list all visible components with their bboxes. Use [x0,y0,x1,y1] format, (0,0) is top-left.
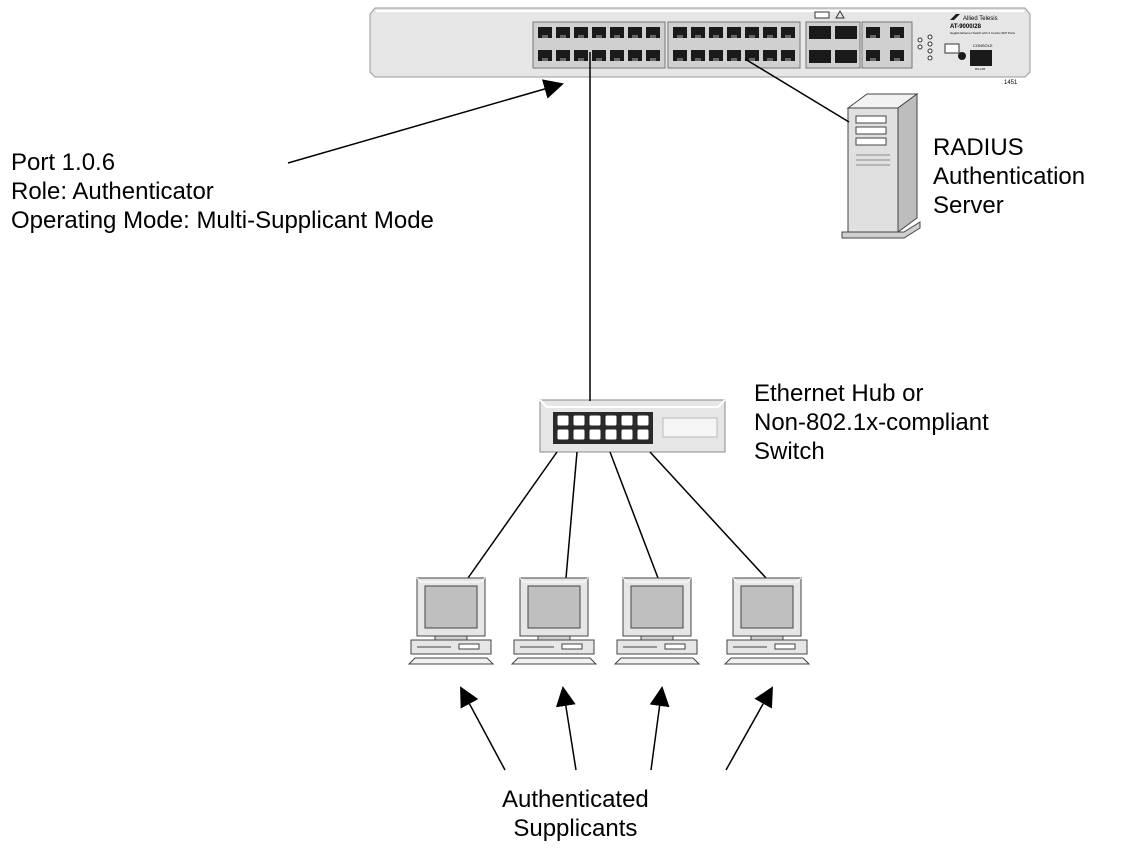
status-led-panel [917,34,966,61]
hub-to-pc1-link [467,451,558,579]
switch-port [709,27,723,38]
supplicants-label: Authenticated Supplicants [502,785,649,843]
supplicants-label-line-2: Supplicants [513,815,638,842]
managed-switch: CONSOLE RS-232 Allied Telesis AT-9000/28… [369,7,1031,86]
port-label-line-1: Port 1.0.6 [11,149,116,176]
hub-label: Ethernet Hub or Non-802.1x-compliant Swi… [754,379,989,466]
switch-port [673,50,687,61]
switch-port [574,27,588,38]
switch-port [628,27,642,38]
sfp-port-block [805,21,861,69]
switch-port [592,27,606,38]
ethernet-hub [539,399,726,453]
supplicant-arrow-3 [649,686,670,771]
switch-port [556,27,570,38]
switch-port [727,50,741,61]
hub-port [620,414,634,427]
switch-port [673,27,687,38]
hub-port [588,428,602,441]
connections [467,52,850,579]
brand-logo-text: Allied Telesis [963,16,998,22]
switch-port [781,50,795,61]
supplicant-pc-1 [407,577,495,665]
hub-port [636,414,650,427]
switch-port [610,50,624,61]
switch-port [745,27,759,38]
switch-port [592,50,606,61]
brand-logo-mark [950,14,960,20]
supplicant-arrow-4 [725,686,773,771]
hub-port [556,414,570,427]
hub-port [636,428,650,441]
switch-port [556,50,570,61]
supplicant-pc-4 [723,577,811,665]
port-label: Port 1.0.6 Role: Authenticator Operating… [11,148,434,235]
hub-label-line-1: Ethernet Hub or [754,380,924,407]
supplicant-arrow-2 [555,686,577,771]
hub-port [604,428,618,441]
switch-port [610,27,624,38]
switch-port [781,27,795,38]
model-label: AT-9000/28 [950,24,982,30]
switch-port [745,50,759,61]
radius-label-line-1: RADIUS [933,134,1024,161]
radius-server [841,93,921,239]
switch-port [538,50,552,61]
switch-to-radius-link [744,58,850,123]
hub-port [620,428,634,441]
port-label-line-2: Role: Authenticator [11,178,214,205]
switch-port [646,27,660,38]
model-subtitle: Gigabit Ethernet Switch with 4 Combo SFP… [950,31,1015,35]
hub-to-pc2-link [565,451,578,579]
arrows [287,79,773,771]
hub-ports [556,414,650,441]
port-label-arrow [287,79,564,164]
radius-label-line-3: Server [933,192,1004,219]
switch-port [763,27,777,38]
switch-port [574,50,588,61]
switch-port [691,50,705,61]
console-label: CONSOLE [973,43,993,48]
switch-port [646,50,660,61]
supplicant-pc-3 [613,577,701,665]
switch-port [763,50,777,61]
hub-port [588,414,602,427]
hub-port [556,428,570,441]
combo-port-block [861,21,913,69]
console-port: CONSOLE RS-232 [970,43,993,71]
supplicant-pc-2 [510,577,598,665]
hub-port [572,428,586,441]
switch-port [709,50,723,61]
supplicant-arrow-1 [460,686,506,771]
supplicants-label-line-1: Authenticated [502,786,649,813]
radius-label: RADIUS Authentication Server [933,133,1085,220]
hub-to-pc3-link [609,451,659,579]
hub-label-line-2: Non-802.1x-compliant [754,409,989,436]
switch-port [727,27,741,38]
hub-label-line-3: Switch [754,438,825,465]
switch-port [628,50,642,61]
radius-label-line-2: Authentication [933,163,1086,190]
figure-number: 1451 [1004,80,1018,86]
hub-port [572,414,586,427]
hub-port [604,414,618,427]
port-label-line-3: Operating Mode: Multi-Supplicant Mode [11,207,434,234]
rs232-label: RS-232 [975,67,986,71]
switch-port [538,27,552,38]
hub-to-pc4-link [649,451,767,579]
switch-port [691,27,705,38]
